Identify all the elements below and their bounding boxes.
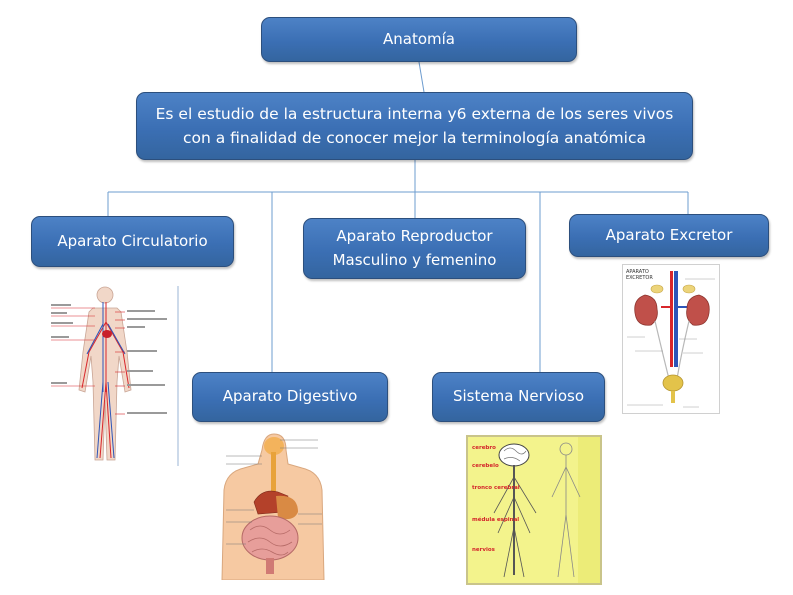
branch-circulatorio: Aparato Circulatorio <box>31 216 234 267</box>
label-cerebro: cerebro <box>472 445 496 451</box>
branch-reproductor: Aparato Reproductor Masculino y femenino <box>303 218 526 279</box>
excretory-system-illustration: APARATO EXCRETOR <box>622 264 720 414</box>
root-label: Anatomía <box>383 29 455 48</box>
branch-excretor: Aparato Excretor <box>569 214 769 257</box>
label-tronco-cerebral: tronco cerebral <box>472 485 520 491</box>
root-node: Anatomía <box>261 17 577 62</box>
branch-digestivo: Aparato Digestivo <box>192 372 388 422</box>
branch-reproductor-line-1: Aparato Reproductor <box>336 227 493 246</box>
definition-node: Es el estudio de la estructura interna y… <box>136 92 693 160</box>
circulatory-system-illustration <box>45 282 185 470</box>
label-cerebelo: cerebelo <box>472 463 499 469</box>
excretor-title-line-1: APARATO <box>626 269 649 275</box>
definition-line-1: Es el estudio de la estructura interna y… <box>155 104 674 123</box>
branch-reproductor-line-2: Masculino y femenino <box>332 250 497 269</box>
branch-nervioso-label: Sistema Nervioso <box>452 387 584 406</box>
nervous-system-illustration: cerebro cerebelo tronco cerebral médula … <box>466 435 602 585</box>
label-nervios: nervios <box>472 547 496 553</box>
branch-digestivo-label: Aparato Digestivo <box>222 387 358 406</box>
label-medula-espinal: médula espinal <box>472 516 519 523</box>
excretor-title-line-2: EXCRETOR <box>626 275 653 281</box>
branch-circulatorio-label: Aparato Circulatorio <box>57 231 208 250</box>
digestive-system-illustration <box>218 430 328 580</box>
branch-excretor-label: Aparato Excretor <box>605 225 733 244</box>
branch-nervioso: Sistema Nervioso <box>432 372 605 422</box>
definition-line-2: con a finalidad de conocer mejor la term… <box>182 129 646 147</box>
